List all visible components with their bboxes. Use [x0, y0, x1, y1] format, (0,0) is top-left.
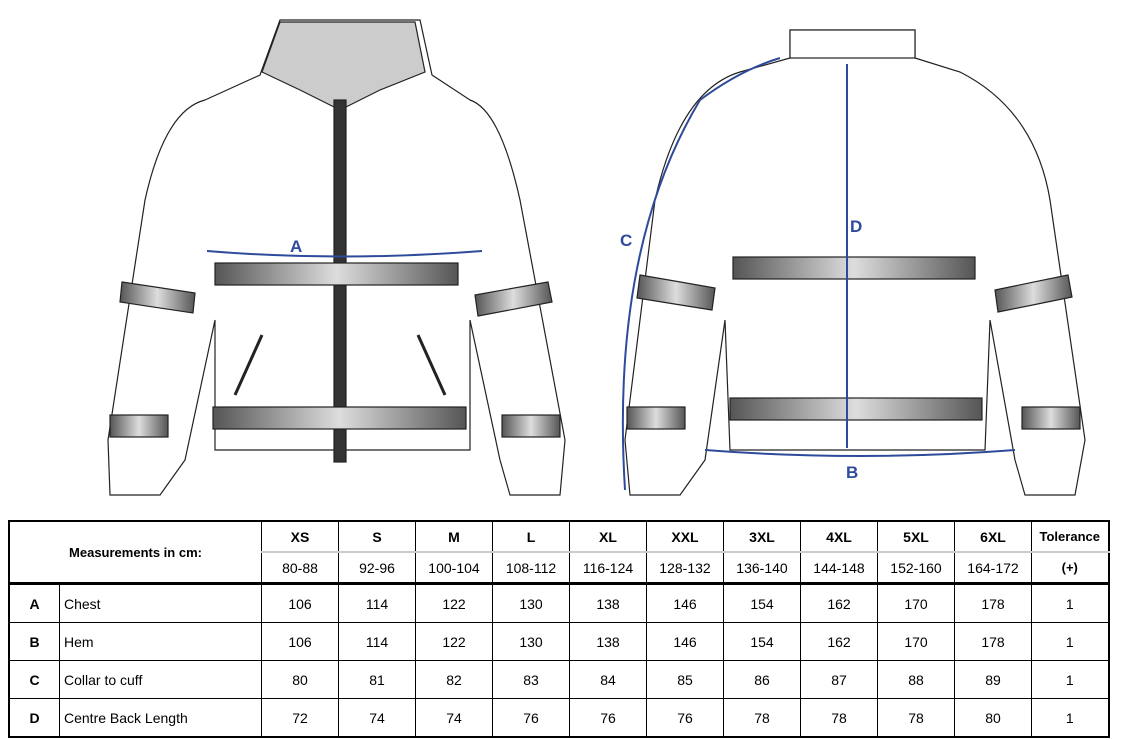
- range-row: 80-88 92-96 100-104 108-112 116-124 128-…: [9, 552, 1109, 585]
- measurement-value: 89: [954, 660, 1032, 699]
- row-measurement-name: Hem: [59, 622, 262, 661]
- measurement-value: 114: [338, 622, 416, 661]
- measurement-value: 80: [261, 660, 339, 699]
- size-header-row: Measurements in cm: XS S M L XL XXL 3XL …: [8, 520, 1109, 585]
- label-c: C: [620, 231, 632, 250]
- row-letter: A: [8, 583, 60, 623]
- size-range: 128-132: [646, 552, 724, 585]
- measurement-value: 80: [954, 698, 1032, 738]
- measurement-value: 84: [569, 660, 647, 699]
- label-a: A: [290, 237, 302, 256]
- measurement-value: 138: [569, 583, 647, 623]
- measurement-value: 87: [800, 660, 878, 699]
- size-range: 100-104: [415, 552, 493, 585]
- size-header: M: [415, 520, 493, 553]
- size-range: 108-112: [492, 552, 570, 585]
- measurement-value: 178: [954, 622, 1032, 661]
- size-range: 136-140: [723, 552, 801, 585]
- jacket-back: [624, 29, 1086, 496]
- measurement-value: 81: [338, 660, 416, 699]
- measurement-value: 78: [800, 698, 878, 738]
- measurement-value: 130: [492, 583, 570, 623]
- tolerance-header: Tolerance: [1031, 520, 1109, 553]
- size-header: S: [338, 520, 416, 553]
- measurement-value: 106: [261, 622, 339, 661]
- measurement-value: 106: [261, 583, 339, 623]
- measurement-value: 154: [723, 622, 801, 661]
- jacket-diagram: A B C D: [107, 19, 1086, 496]
- row-letter: B: [8, 622, 60, 661]
- measurement-value: 85: [646, 660, 724, 699]
- size-range: 80-88: [261, 552, 339, 585]
- jacket-front: [107, 19, 566, 496]
- size-range: 116-124: [569, 552, 647, 585]
- row-measurement-name: Centre Back Length: [59, 698, 262, 738]
- row-letter: D: [8, 698, 60, 738]
- size-range: 92-96: [338, 552, 416, 585]
- size-header: 4XL: [800, 520, 878, 553]
- measurement-value: 178: [954, 583, 1032, 623]
- measurement-value: 76: [569, 698, 647, 738]
- measurement-value: 130: [492, 622, 570, 661]
- label-d: D: [850, 217, 862, 236]
- size-header: 3XL: [723, 520, 801, 553]
- measurement-value: 162: [800, 583, 878, 623]
- measurement-value: 86: [723, 660, 801, 699]
- measurement-value: 114: [338, 583, 416, 623]
- measurement-value: 146: [646, 622, 724, 661]
- tolerance-value: 1: [1031, 622, 1109, 661]
- size-header: 6XL: [954, 520, 1032, 553]
- measurement-value: 74: [415, 698, 493, 738]
- measurement-value: 88: [877, 660, 955, 699]
- measurement-value: 72: [261, 698, 339, 738]
- tolerance-value: 1: [1031, 583, 1109, 623]
- measurement-value: 122: [415, 583, 493, 623]
- measurement-lines: [206, 57, 1016, 491]
- label-b: B: [846, 463, 858, 482]
- size-range: 144-148: [800, 552, 878, 585]
- measurement-value: 78: [723, 698, 801, 738]
- table-title: Measurements in cm:: [8, 520, 262, 585]
- tolerance-sub: (+): [1031, 552, 1109, 585]
- row-measurement-name: Chest: [59, 583, 262, 623]
- size-range: 152-160: [877, 552, 955, 585]
- size-header: XL: [569, 520, 647, 553]
- tolerance-value: 1: [1031, 698, 1109, 738]
- measurement-value: 154: [723, 583, 801, 623]
- measurement-value: 74: [338, 698, 416, 738]
- measurement-value: 122: [415, 622, 493, 661]
- measurement-value: 76: [646, 698, 724, 738]
- measurement-value: 162: [800, 622, 878, 661]
- measurement-value: 138: [569, 622, 647, 661]
- size-header: L: [492, 520, 570, 553]
- size-range: 164-172: [954, 552, 1032, 585]
- measurement-value: 76: [492, 698, 570, 738]
- measurement-value: 146: [646, 583, 724, 623]
- size-header: XS: [261, 520, 339, 553]
- measurement-value: 83: [492, 660, 570, 699]
- size-header: 5XL: [877, 520, 955, 553]
- size-header: XXL: [646, 520, 724, 553]
- row-letter: C: [8, 660, 60, 699]
- measurement-value: 170: [877, 622, 955, 661]
- tolerance-value: 1: [1031, 660, 1109, 699]
- measurement-value: 82: [415, 660, 493, 699]
- size-chart-table: Measurements in cm: XS S M L XL XXL 3XL …: [8, 520, 1110, 738]
- measurement-value: 170: [877, 583, 955, 623]
- row-measurement-name: Collar to cuff: [59, 660, 262, 699]
- measurement-value: 78: [877, 698, 955, 738]
